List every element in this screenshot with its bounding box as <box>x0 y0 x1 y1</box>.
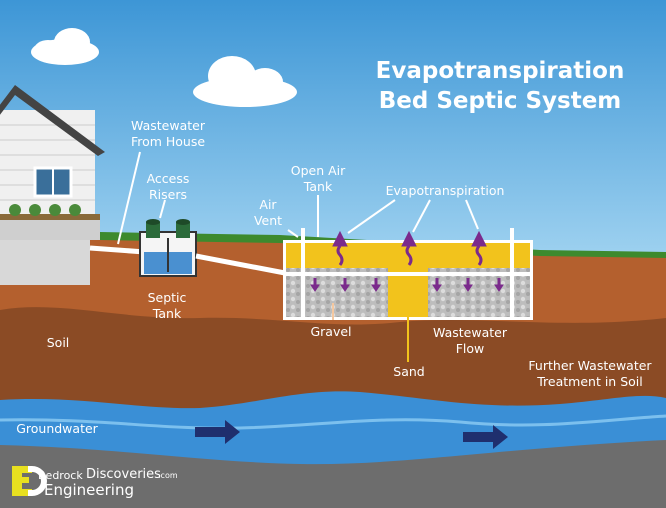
outlet-pipe <box>195 253 286 276</box>
logo-dotcom: .com <box>158 471 178 480</box>
cloud-icon <box>31 28 99 65</box>
flow-arrow-icon <box>463 425 508 449</box>
label-air-vent-2: Vent <box>254 213 282 228</box>
label-septic-tank-2: Tank <box>152 306 182 321</box>
pointer-lines <box>117 151 479 362</box>
bedrock <box>0 440 666 508</box>
air-vent-pipe <box>301 228 305 318</box>
logo-engineering: Engineering <box>44 481 134 499</box>
title-line-2: Bed Septic System <box>379 88 622 114</box>
logo-bedrock: Bedrock <box>38 469 83 482</box>
air-vent-pipe <box>510 228 514 318</box>
flow-arrow-icon <box>195 420 240 444</box>
up-arrow-icon <box>471 230 487 266</box>
label-gravel: Gravel <box>310 324 351 339</box>
sky <box>0 0 666 260</box>
label-septic-tank: Septic <box>148 290 187 305</box>
label-soil: Soil <box>47 335 70 350</box>
label-evapotranspiration: Evapotranspiration <box>386 183 505 198</box>
label-further-treatment-2: Treatment in Soil <box>536 374 642 389</box>
label-wastewater-from-house-2: From House <box>131 134 205 149</box>
septic-tank <box>139 219 197 277</box>
logo-discoveries: Discoveries <box>86 467 161 482</box>
label-wastewater-flow-2: Flow <box>456 341 485 356</box>
label-wastewater-flow: Wastewater <box>433 325 508 340</box>
label-open-air-tank-2: Tank <box>303 179 333 194</box>
distribution-pipe <box>286 272 530 276</box>
label-groundwater: Groundwater <box>16 421 98 436</box>
cloud-icon <box>193 56 297 107</box>
label-wastewater-from-house: Wastewater <box>131 118 206 133</box>
evapotranspiration-arrows <box>332 230 487 266</box>
downflow-arrows <box>310 278 504 292</box>
label-access-risers: Access <box>147 171 190 186</box>
bedrock-logo: Bedrock Discoveries .com Engineering <box>12 466 178 499</box>
label-air-vent: Air <box>259 197 277 212</box>
label-open-air-tank: Open Air <box>291 163 346 178</box>
title-line-1: Evapotranspiration <box>376 58 625 84</box>
house <box>0 85 105 285</box>
up-arrow-icon <box>401 230 417 266</box>
up-arrow-icon <box>332 230 348 266</box>
inlet-pipe <box>89 245 146 255</box>
label-sand: Sand <box>393 364 424 379</box>
label-access-risers-2: Risers <box>149 187 187 202</box>
label-further-treatment: Further Wastewater <box>528 358 652 373</box>
